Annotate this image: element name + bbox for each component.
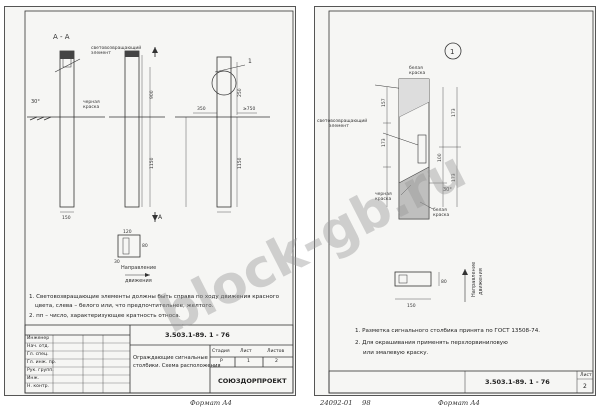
note-2: 2. Для окрашивания применять перхлорвини… bbox=[355, 340, 508, 346]
sheet-value: 1 bbox=[247, 359, 250, 364]
sheets-value: 2 bbox=[275, 359, 278, 364]
callout-circle: 1 bbox=[450, 48, 454, 56]
dim-angle: 30° bbox=[31, 99, 40, 105]
note-1: 1. Разметка сигнального столбика принята… bbox=[355, 328, 541, 334]
note-2: 2. пп – число, характеризующее кратность… bbox=[29, 313, 181, 319]
role-2: Нач. отд. bbox=[27, 344, 50, 349]
label-black-paint: черная bbox=[83, 100, 100, 105]
label-direction: Направление bbox=[471, 262, 477, 297]
drawing-sheet-1: А - А световозвращающий элемент черная к… bbox=[4, 6, 296, 396]
format-label-2: Формат А4 bbox=[438, 399, 480, 407]
dim-1150-b: 1150 bbox=[237, 157, 243, 169]
dim-173-c: 173 bbox=[451, 173, 457, 182]
dim-150: 150 bbox=[62, 215, 71, 221]
callout-1: 1 bbox=[248, 58, 252, 65]
drawing-sheet-2: 1 белая краска световозвращающий элемент… bbox=[314, 6, 596, 396]
doc-code: 3.503.1-89. 1 - 76 bbox=[485, 378, 550, 386]
sheet-value: 2 bbox=[583, 383, 587, 390]
stamp: 24092-01 bbox=[320, 399, 353, 407]
section-label: А - А bbox=[53, 33, 70, 41]
dim-250: 250 bbox=[237, 88, 243, 97]
dim-350: 350 bbox=[197, 106, 206, 112]
label-black-paint: черная bbox=[375, 192, 392, 197]
stage-header: Стадия bbox=[212, 349, 230, 354]
sheet-header: Лист bbox=[240, 349, 252, 354]
dim-80: 80 bbox=[441, 279, 447, 285]
role-3: Гл. спец. bbox=[27, 352, 49, 357]
title-desc: Ограждающие сигнальные bbox=[133, 355, 208, 361]
drawing-1-graphics: А - А световозвращающий элемент черная к… bbox=[24, 10, 294, 394]
label-retro-b: элемент bbox=[329, 124, 349, 129]
note-2-cont: или эмалевую краску. bbox=[363, 350, 429, 356]
label-black-paint-b: краска bbox=[83, 105, 100, 110]
label-direction: Направление bbox=[121, 265, 156, 271]
label-white-paint: белая bbox=[409, 65, 423, 71]
drawing-2-graphics: 1 белая краска световозвращающий элемент… bbox=[317, 10, 594, 394]
dim-173: 173 bbox=[381, 138, 387, 147]
doc-code: 3.503.1-89. 1 - 76 bbox=[165, 331, 230, 339]
dim-1150: 1150 bbox=[149, 157, 155, 169]
label-retro: световозвращающий bbox=[317, 117, 367, 124]
title-desc-b: столбики. Схема расположения bbox=[133, 363, 221, 369]
format-label-1: Формат А4 bbox=[190, 399, 232, 407]
dim-157: 157 bbox=[381, 98, 387, 107]
dim-100: 100 bbox=[437, 153, 443, 162]
note-1-cont: цвета, слева – белого или, что предпочти… bbox=[35, 303, 214, 309]
dim-30: 30 bbox=[114, 259, 120, 265]
label-direction-b: движения bbox=[478, 268, 484, 295]
role-1: Инженер bbox=[27, 336, 50, 341]
role-4: Гл. инж. пр. bbox=[27, 360, 57, 365]
dim-angle: 30° bbox=[443, 187, 452, 193]
sheets-header: Листов bbox=[267, 349, 285, 354]
label-white-paint-2-b: краска bbox=[433, 213, 450, 218]
paint-band bbox=[125, 51, 139, 57]
dim-80: 80 bbox=[142, 243, 148, 249]
label-retro-b: элемент bbox=[91, 51, 111, 56]
label-black-paint-b: краска bbox=[375, 197, 392, 202]
dim-150: 150 bbox=[407, 303, 416, 309]
label-direction-b: движения bbox=[125, 278, 152, 284]
label-white-paint-2: белая bbox=[433, 207, 447, 213]
dim-173-b: 173 bbox=[451, 108, 457, 117]
stage-value: Р bbox=[220, 359, 223, 364]
label-white-paint-b: краска bbox=[409, 71, 426, 76]
paint-band bbox=[60, 51, 74, 59]
sheet-header: Лист bbox=[580, 373, 592, 378]
dim-900: 900 bbox=[149, 90, 155, 99]
org-name: СОЮЗДОРПРОЕКТ bbox=[218, 377, 287, 385]
stamp-number: 98 bbox=[362, 399, 371, 407]
role-6: Инж. bbox=[27, 376, 40, 381]
section-marker: А bbox=[158, 214, 163, 221]
role-7: Н. контр. bbox=[27, 384, 50, 389]
label-retro: световозвращающий bbox=[91, 44, 141, 51]
dim-120: 120 bbox=[123, 229, 132, 235]
role-5: Рук. групп. bbox=[27, 368, 54, 373]
dim-750: ≥750 bbox=[243, 106, 255, 112]
note-1: 1. Световозвращающие элементы должны быт… bbox=[29, 294, 280, 300]
